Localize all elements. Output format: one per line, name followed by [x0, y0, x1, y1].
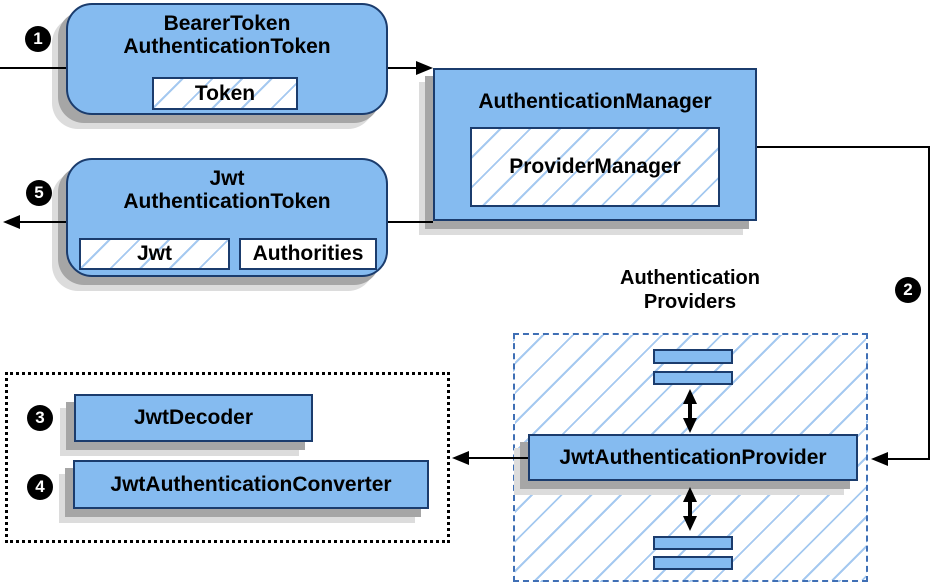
jwt-decoder-box: JwtDecoder: [74, 394, 313, 442]
jwt-chip: Jwt: [79, 238, 230, 270]
success-return-arrowhead-icon: [3, 215, 20, 229]
authentication-providers-label-line1: Authentication: [620, 267, 760, 289]
step-1-badge: 1: [25, 26, 51, 52]
provider-stack-bar-top-1: [653, 349, 733, 364]
authentication-providers-group: JwtAuthenticationProvider: [513, 333, 868, 582]
provider-stack-bar-bottom-2: [653, 556, 733, 570]
token-to-manager-arrowhead-icon: [416, 61, 433, 75]
jwt-token-box-title-line2: AuthenticationToken: [123, 190, 331, 213]
step-3-badge: 3: [27, 405, 53, 431]
authentication-providers-label: Authentication Providers: [560, 266, 820, 314]
manager-to-provider-arrowhead-icon: [871, 452, 888, 466]
authentication-manager-box: AuthenticationManager ProviderManager: [433, 68, 757, 221]
bearer-token-authentication-token-box: BearerToken AuthenticationToken Token: [66, 3, 388, 115]
step-2-badge: 2: [895, 277, 921, 303]
jwt-authentication-token-box: Jwt AuthenticationToken Jwt Authorities: [66, 158, 388, 277]
token-chip: Token: [152, 77, 298, 110]
step-4-badge: 4: [27, 474, 53, 500]
authorities-chip: Authorities: [239, 238, 377, 270]
provider-stack-bar-bottom-1: [653, 536, 733, 550]
provider-stack-bar-top-2: [653, 371, 733, 385]
jwt-token-box-title-line1: Jwt: [209, 167, 245, 190]
step-5-badge: 5: [26, 180, 52, 206]
bearer-token-box-title-line2: AuthenticationToken: [123, 35, 331, 58]
jwt-authentication-converter-box: JwtAuthenticationConverter: [73, 460, 429, 509]
decoders-group: JwtDecoder JwtAuthenticationConverter: [5, 372, 450, 543]
bearer-token-box-title-line1: BearerToken: [163, 12, 291, 35]
authentication-manager-title: AuthenticationManager: [478, 90, 712, 113]
provider-to-decoders-arrowhead-icon: [452, 451, 469, 465]
jwt-authentication-provider-box: JwtAuthenticationProvider: [528, 434, 858, 481]
authentication-providers-label-line2: Providers: [643, 291, 737, 313]
provider-manager-chip: ProviderManager: [470, 127, 720, 207]
